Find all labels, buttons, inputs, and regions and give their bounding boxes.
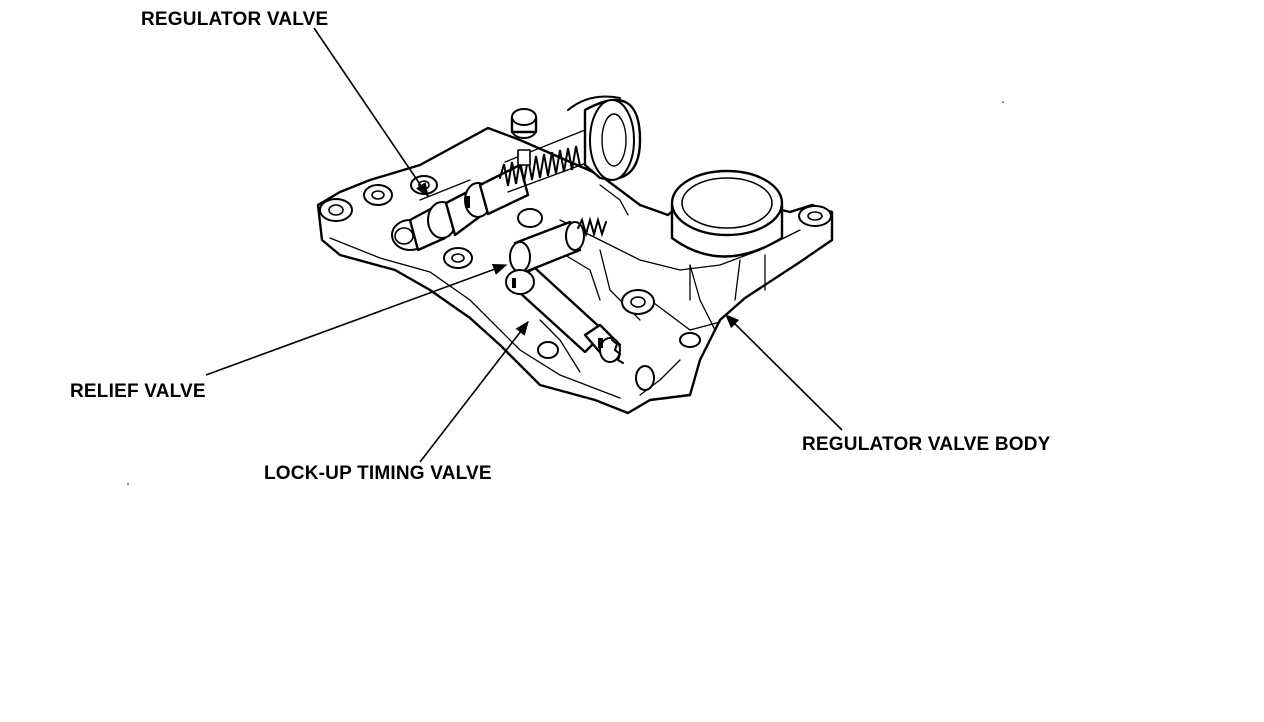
valve-body-casting: [316, 126, 834, 415]
leader-relief-valve: [205, 264, 508, 376]
leader-lockup-timing-valve: [419, 320, 529, 463]
label-regulator-valve: REGULATOR VALVE: [141, 9, 328, 30]
leader-regulator-valve: [313, 27, 429, 198]
scan-speck: [1002, 101, 1004, 103]
label-regulator-valve-body: REGULATOR VALVE BODY: [802, 434, 1051, 455]
filter-housing: [670, 169, 784, 301]
scan-speck: [127, 483, 129, 485]
label-relief-valve: RELIEF VALVE: [70, 381, 206, 402]
valve-body-illustration: [316, 95, 834, 415]
regulator-valve-assembly: [391, 95, 642, 252]
relief-valve-assembly: [509, 216, 607, 274]
leader-regulator-valve-body: [724, 313, 843, 431]
label-lockup-timing-valve: LOCK-UP TIMING VALVE: [264, 463, 492, 484]
